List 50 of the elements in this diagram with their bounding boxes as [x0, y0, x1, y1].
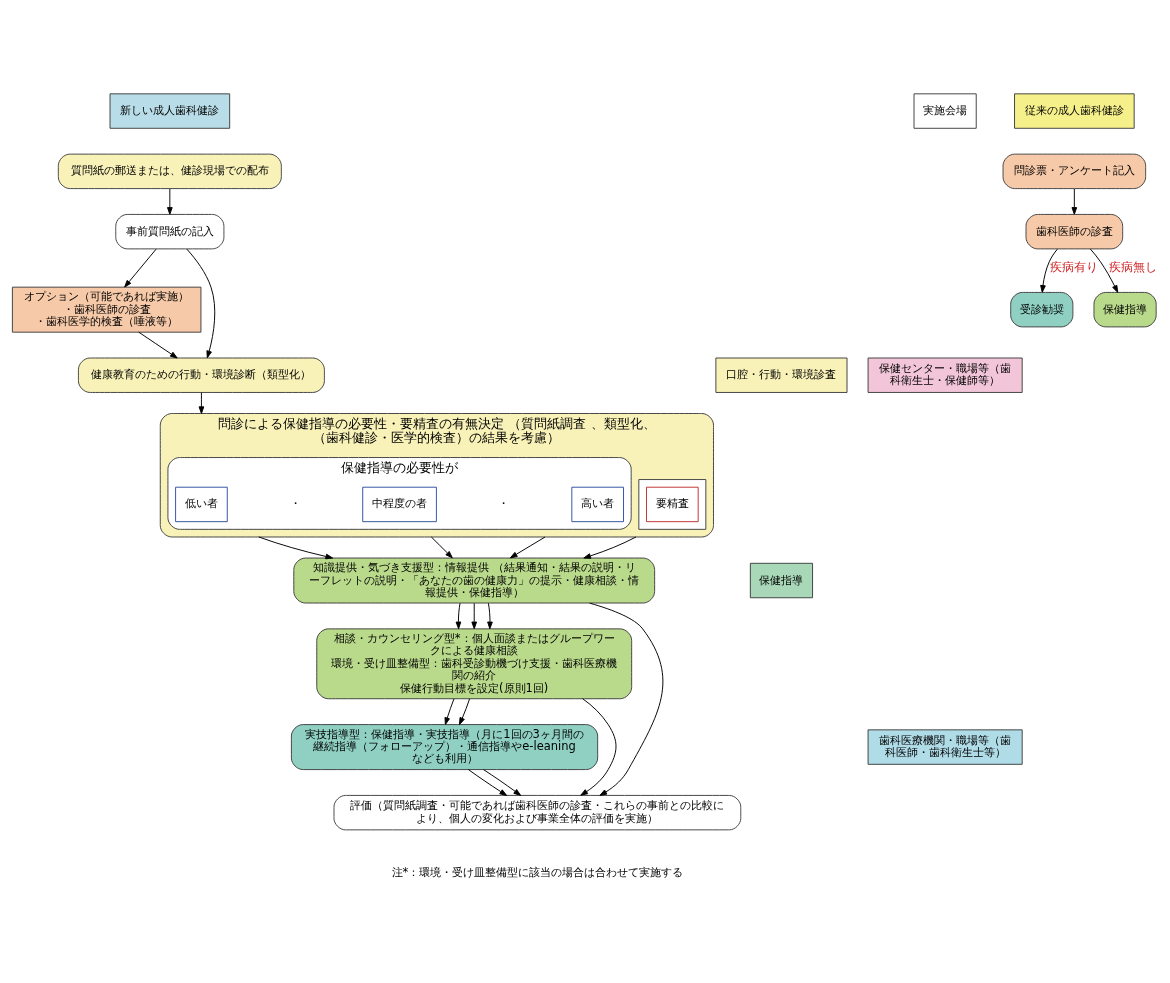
arrow [589, 602, 664, 796]
node-box: 実施会場 [913, 92, 977, 129]
node-box: 健康教育のための行動・環境診断（類型化） [77, 357, 325, 393]
arrow [1071, 187, 1078, 215]
node-box: 口腔・行動・環境診査 [715, 357, 848, 393]
node-box: 相談・カウンセリング型*：個人面談またはグループワークによる健康相談 環境・受け皿整備型：歯科受診動機づけ支援・歯科医療機関の紹介 保健行動目標を設定(原則1回) [316, 627, 633, 699]
node-box: オプション（可能であれば実施） ・歯科医師の診査 ・歯科医学的検査（唾液等） [11, 286, 202, 333]
node-box: 保健指導 [1093, 291, 1157, 327]
arrow [580, 697, 617, 796]
node-box: 中程度の者 [362, 486, 437, 522]
node-box: 歯科医療機関・職場等（歯科医師・歯科衛生士等） [867, 728, 1023, 765]
arrow [459, 697, 471, 725]
node-box: 質問紙の郵送または、健診現場での配布 [57, 153, 282, 189]
node-box: 問診票・アンケート記入 [1002, 153, 1147, 189]
arrow [124, 248, 157, 287]
arrow [444, 697, 455, 725]
node-box: 保健センター・職場等（歯科衛生士・保健師等） [867, 357, 1023, 393]
node-box: 従来の成人歯科健診 [1014, 92, 1135, 129]
edge-label: 疾病無し [1108, 258, 1157, 274]
node-box: 新しい成人歯科健診 [109, 92, 231, 129]
node-box: 歯科医師の診査 [1025, 213, 1124, 249]
arrow [138, 331, 178, 358]
node-box: 受診勧奨 [1010, 291, 1074, 327]
arrow [1040, 248, 1058, 293]
node-box: 事前質問紙の記入 [115, 213, 225, 249]
node-box: 要精査 [646, 486, 699, 522]
arrow [258, 536, 334, 559]
label: ・ [498, 495, 510, 510]
node-box: 知識提供・気づき支援型：情報提供 （結果通知・結果の説明・リーフレットの説明・「あなたの歯の健康力」の提示・健康相談・情報提供・保健指導） [293, 557, 656, 603]
arrow [198, 391, 205, 414]
arrow [1089, 248, 1119, 293]
label: ・ [289, 495, 301, 510]
node-box: 評価（質問紙調査・可能であれば歯科医師の診査・これらの事前との比較により、個人の変化および事業全体の評価を実施） [333, 794, 742, 830]
arrow [483, 768, 522, 796]
arrow [467, 768, 508, 796]
arrow [167, 187, 173, 215]
node-box: 低い者 [175, 486, 228, 522]
node-box: 保健指導 [749, 562, 814, 598]
arrow [583, 536, 637, 559]
edge-label: 疾病有り [1050, 258, 1099, 274]
arrow [186, 248, 216, 358]
arrow [487, 602, 493, 629]
arrow [430, 536, 453, 558]
arrow [471, 602, 478, 629]
arrow [455, 602, 462, 629]
node-box: 高い者 [571, 486, 624, 522]
arrow [509, 536, 546, 558]
node-box: 実技指導型：保健指導・実技指導（月に1回の3ヶ月間の継続指導（フォローアップ）・通信指導やe-leaningなども利用） [290, 723, 599, 770]
label: 注*：環境・受け皿整備型に該当の場合は合わせて実施する [391, 864, 684, 879]
cluster [638, 478, 707, 530]
